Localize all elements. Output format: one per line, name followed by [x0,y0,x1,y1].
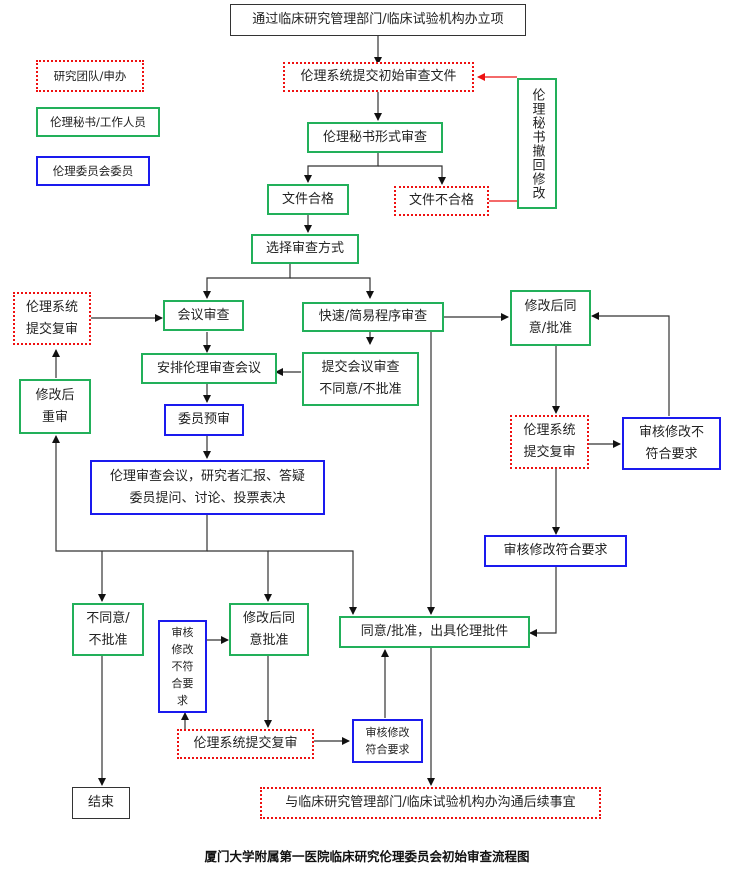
edge-split-approve [268,550,357,615]
edge-choose-split-left [203,263,291,299]
node-end[interactable]: 结束 [72,787,130,819]
node-right-conditional[interactable]: 修改后同 意/批准 [510,290,591,346]
node-meeting-review[interactable]: 会议审查 [163,300,244,331]
node-resubmit-left-label: 伦理系统 提交复审 [25,299,78,337]
node-resubmit-left[interactable]: 伦理系统 提交复审 [13,292,91,345]
node-right-conditional-label: 修改后同 意/批准 [524,299,577,336]
node-submit-initial[interactable]: 伦理系统提交初始审查文件 [283,62,474,92]
node-choose-method[interactable]: 选择审查方式 [251,234,359,264]
node-formal-review[interactable]: 伦理秘书形式审查 [307,122,443,153]
node-secretary-return-label: 伦理秘书撤回修改 [529,87,545,200]
node-choose-method-label: 选择审查方式 [265,241,344,256]
node-approve-label: 同意/批准，出具伦理批件 [360,624,509,639]
node-bottom-not-meet[interactable]: 审核 修改 不符 合要 求 [158,620,207,713]
node-docs-ok-label: 文件合格 [281,191,334,207]
legend-secretary: 伦理秘书/工作人员 [36,107,160,137]
diagram-caption: 厦门大学附属第一医院临床研究伦理委员会初始审查流程图 [204,849,530,864]
edge-meeting-split [52,435,208,552]
node-approve[interactable]: 同意/批准，出具伦理批件 [339,616,530,648]
edge-split-conditional [207,550,272,602]
node-docs-ok[interactable]: 文件合格 [267,184,349,215]
node-arrange-meeting[interactable]: 安排伦理审查会议 [141,353,277,384]
node-right-not-meet[interactable]: 审核修改不 符合要求 [622,417,721,470]
node-bottom-meet-label: 审核修改 符合要求 [365,726,410,756]
node-fast-to-meeting[interactable]: 提交会议审查 不同意/不批准 [302,352,419,406]
legend-committee-label: 伦理委员会委员 [52,164,134,178]
edge-choose-split-right [290,277,374,299]
legend-committee: 伦理委员会委员 [36,156,150,186]
node-conditional-approve[interactable]: 修改后同 意批准 [229,603,309,656]
legend-secretary-label: 伦理秘书/工作人员 [50,115,146,129]
node-bottom-meet[interactable]: 审核修改 符合要求 [352,719,423,763]
node-right-not-meet-label: 审核修改不 符合要求 [638,424,704,462]
node-secretary-return[interactable]: 伦理秘书撤回修改 [517,78,557,209]
node-fast-review[interactable]: 快速/简易程序审查 [302,302,444,332]
node-formal-review-label: 伦理秘书形式审查 [322,129,427,145]
edge-formal-split [304,152,379,183]
node-disapprove-label: 不同意/ 不批准 [86,610,130,648]
node-start[interactable]: 通过临床研究管理部门/临床试验机构办立项 [230,4,526,36]
node-fast-review-label: 快速/简易程序审查 [318,309,428,324]
legend-team: 研究团队/申办 [36,60,144,92]
node-start-label: 通过临床研究管理部门/临床试验机构办立项 [252,12,504,27]
node-member-prereview[interactable]: 委员预审 [164,404,244,436]
node-end-label: 结束 [87,795,114,810]
node-right-resubmit-label: 伦理系统 提交复审 [523,423,576,460]
legend-team-label: 研究团队/申办 [53,69,127,83]
node-meeting-review-label: 会议审查 [177,307,230,323]
node-disapprove[interactable]: 不同意/ 不批准 [72,603,144,656]
node-bottom-resubmit[interactable]: 伦理系统提交复审 [177,729,314,759]
node-followup[interactable]: 与临床研究管理部门/临床试验机构办沟通后续事宜 [260,787,601,819]
node-right-meet[interactable]: 审核修改符合要求 [484,535,627,567]
node-meeting[interactable]: 伦理审查会议，研究者汇报、答疑 委员提问、讨论、投票表决 [90,460,325,515]
node-revise-rereview-label: 修改后 重审 [35,387,75,425]
node-submit-initial-label: 伦理系统提交初始审查文件 [300,69,457,84]
node-member-prereview-label: 委员预审 [177,412,230,427]
node-revise-rereview[interactable]: 修改后 重审 [19,379,91,434]
node-followup-label: 与临床研究管理部门/临床试验机构办沟通后续事宜 [285,795,576,810]
edge-notmeet-rightcond [591,312,670,416]
node-meeting-label: 伦理审查会议，研究者汇报、答疑 委员提问、讨论、投票表决 [109,468,305,506]
edge-meet-approve [529,566,557,637]
edge-formal-notok [378,165,446,185]
node-arrange-meeting-label: 安排伦理审查会议 [156,360,261,376]
node-fast-to-meeting-label: 提交会议审查 不同意/不批准 [319,360,402,397]
node-docs-not-ok-label: 文件不合格 [408,193,474,208]
node-conditional-approve-label: 修改后同 意批准 [242,610,295,648]
node-right-meet-label: 审核修改符合要求 [503,543,608,558]
node-bottom-resubmit-label: 伦理系统提交复审 [193,736,298,751]
node-right-resubmit[interactable]: 伦理系统 提交复审 [510,415,589,469]
node-bottom-not-meet-label: 审核 修改 不符 合要 求 [171,626,194,707]
node-docs-not-ok[interactable]: 文件不合格 [394,186,489,216]
